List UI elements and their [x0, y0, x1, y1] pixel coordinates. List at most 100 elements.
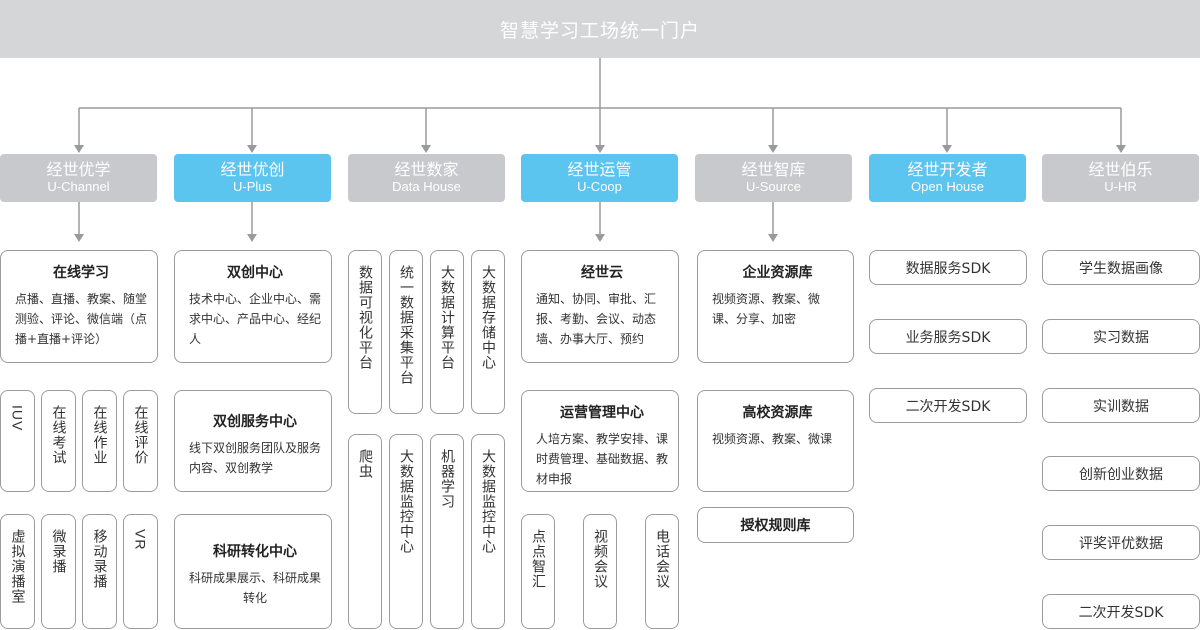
column-header-open-house[interactable]: 经世开发者 Open House: [869, 154, 1026, 202]
column-header-u-channel[interactable]: 经世优学 U-Channel: [0, 154, 157, 202]
column-name: 经世优学: [46, 160, 111, 180]
platform-label: 大数据存储中心: [480, 265, 496, 370]
arrow-head: [74, 145, 84, 153]
column-header-u-hr[interactable]: 经世伯乐 U-HR: [1042, 154, 1199, 202]
hr-innovation-data[interactable]: 创新创业数据: [1042, 456, 1200, 491]
hr-secondary-development-sdk[interactable]: 二次开发SDK: [1042, 594, 1200, 629]
module-title: 科研转化中心: [213, 544, 297, 560]
module-enterprise-resource-library[interactable]: 企业资源库 视频资源、教案、微课、分享、加密: [697, 250, 854, 363]
hr-student-profile[interactable]: 学生数据画像: [1042, 250, 1200, 285]
arrow-head: [942, 145, 952, 153]
tool-label: 点点智汇: [530, 529, 546, 589]
arrow-head: [247, 234, 257, 242]
module-university-resource-library[interactable]: 高校资源库 视频资源、教案、微课: [697, 390, 854, 492]
column-name: 经世伯乐: [1088, 160, 1153, 180]
tool-label: 移动录播: [91, 529, 108, 589]
module-jingshi-cloud[interactable]: 经世云 通知、协同、审批、汇报、考勤、会议、动态墙、办事大厅、预约: [521, 250, 679, 363]
platform-crawler[interactable]: 爬虫: [348, 434, 382, 629]
sdk-business-service[interactable]: 业务服务SDK: [869, 319, 1027, 354]
module-innovation-center[interactable]: 双创中心 技术中心、企业中心、需求中心、产品中心、经纪人: [174, 250, 332, 363]
column-name: 经世数家: [394, 160, 459, 180]
tool-label: 视频会议: [592, 529, 608, 589]
hr-item-label: 二次开发SDK: [1078, 604, 1164, 621]
column-name: 经世智库: [741, 160, 806, 180]
module-title: 在线学习: [53, 265, 109, 281]
column-name: 经世开发者: [907, 160, 988, 180]
module-online-learning[interactable]: 在线学习 点播、直播、教案、随堂测验、评论、微信端（点播+直播+评论）: [0, 250, 158, 363]
tool-online-exam[interactable]: 在线考试: [41, 390, 76, 492]
sdk-data-service[interactable]: 数据服务SDK: [869, 250, 1027, 285]
platform-label: 机器学习: [439, 449, 455, 509]
column-name: 经世优创: [220, 160, 285, 180]
module-innovation-service-center[interactable]: 双创服务中心 线下双创服务团队及服务内容、双创教学: [174, 390, 332, 492]
platform-label: 大数据监控中心: [480, 449, 496, 554]
module-description: 人培方案、教学安排、课时费管理、基础数据、教材申报: [536, 432, 669, 486]
platform-bigdata-monitor[interactable]: 大数据监控中心: [389, 434, 423, 629]
column-subtitle: U-Plus: [232, 178, 272, 194]
module-research-transfer-center[interactable]: 科研转化中心 科研成果展示、科研成果转化: [174, 514, 332, 629]
column-header-u-source[interactable]: 经世智库 U-Source: [695, 154, 852, 202]
hr-training-data[interactable]: 实训数据: [1042, 388, 1200, 423]
arrow-head: [768, 234, 778, 242]
column-header-u-coop[interactable]: 经世运管 U-Coop: [521, 154, 678, 202]
column-header-u-plus[interactable]: 经世优创 U-Plus: [174, 154, 331, 202]
platform-data-visualization[interactable]: 数据可视化平台: [348, 250, 382, 414]
module-title: 授权规则库: [740, 518, 811, 534]
module-description: 科研成果展示、科研成果转化: [189, 571, 322, 605]
module-title: 高校资源库: [742, 405, 813, 421]
platform-label: 爬虫: [357, 449, 373, 479]
hr-internship-data[interactable]: 实习数据: [1042, 319, 1200, 354]
tool-iuv[interactable]: IUV: [0, 390, 35, 492]
tool-label: VR: [132, 529, 149, 551]
module-title: 企业资源库: [742, 265, 813, 281]
platform-machine-learning[interactable]: 机器学习: [430, 434, 464, 629]
hr-award-data[interactable]: 评奖评优数据: [1042, 525, 1200, 560]
platform-label: 统一数据采集平台: [398, 265, 414, 385]
sdk-label: 业务服务SDK: [905, 329, 991, 346]
hr-item-label: 实训数据: [1093, 398, 1149, 415]
tool-label: 在线考试: [50, 405, 67, 465]
column-subtitle: Data House: [392, 178, 461, 194]
platform-bigdata-monitor-2[interactable]: 大数据监控中心: [471, 434, 505, 629]
column-subtitle: U-Coop: [577, 178, 622, 194]
hr-item-label: 创新创业数据: [1079, 466, 1163, 483]
tool-phone-conference[interactable]: 电话会议: [645, 514, 679, 629]
tool-virtual-studio[interactable]: 虚拟演播室: [0, 514, 35, 629]
module-description: 视频资源、教案、微课、分享、加密: [712, 292, 821, 326]
module-authorization-rules[interactable]: 授权规则库: [697, 507, 854, 543]
platform-bigdata-compute[interactable]: 大数据计算平台: [430, 250, 464, 414]
tool-diandian-zhihui[interactable]: 点点智汇: [521, 514, 555, 629]
tool-label: 微录播: [50, 529, 67, 574]
sdk-secondary-development[interactable]: 二次开发SDK: [869, 388, 1027, 423]
module-description: 线下双创服务团队及服务内容、双创教学: [189, 441, 322, 475]
tool-vr[interactable]: VR: [123, 514, 158, 629]
arrow-head: [74, 234, 84, 242]
module-operations-center[interactable]: 运营管理中心 人培方案、教学安排、课时费管理、基础数据、教材申报: [521, 390, 679, 492]
portal-title: 智慧学习工场统一门户: [0, 0, 1200, 58]
tool-label: 在线评价: [132, 405, 149, 465]
arrow-head: [768, 145, 778, 153]
column-name: 经世运管: [567, 160, 632, 180]
column-subtitle: U-HR: [1104, 178, 1137, 194]
sdk-label: 二次开发SDK: [905, 398, 991, 415]
platform-bigdata-storage[interactable]: 大数据存储中心: [471, 250, 505, 414]
column-subtitle: Open House: [911, 178, 984, 194]
platform-label: 大数据监控中心: [398, 449, 414, 554]
platform-label: 数据可视化平台: [357, 265, 373, 370]
tool-online-homework[interactable]: 在线作业: [82, 390, 117, 492]
arrow-head: [595, 145, 605, 153]
column-header-data-house[interactable]: 经世数家 Data House: [348, 154, 505, 202]
tool-mobile-recording[interactable]: 移动录播: [82, 514, 117, 629]
column-subtitle: U-Source: [746, 178, 801, 194]
tool-video-conference[interactable]: 视频会议: [583, 514, 617, 629]
sdk-label: 数据服务SDK: [905, 260, 991, 277]
tool-label: 在线作业: [91, 405, 108, 465]
platform-data-collection[interactable]: 统一数据采集平台: [389, 250, 423, 414]
tool-online-evaluation[interactable]: 在线评价: [123, 390, 158, 492]
tool-micro-recording[interactable]: 微录播: [41, 514, 76, 629]
module-title: 运营管理中心: [560, 405, 644, 421]
tool-label: 虚拟演播室: [9, 529, 26, 604]
module-title: 双创中心: [227, 265, 283, 281]
tool-label: IUV: [9, 405, 26, 432]
